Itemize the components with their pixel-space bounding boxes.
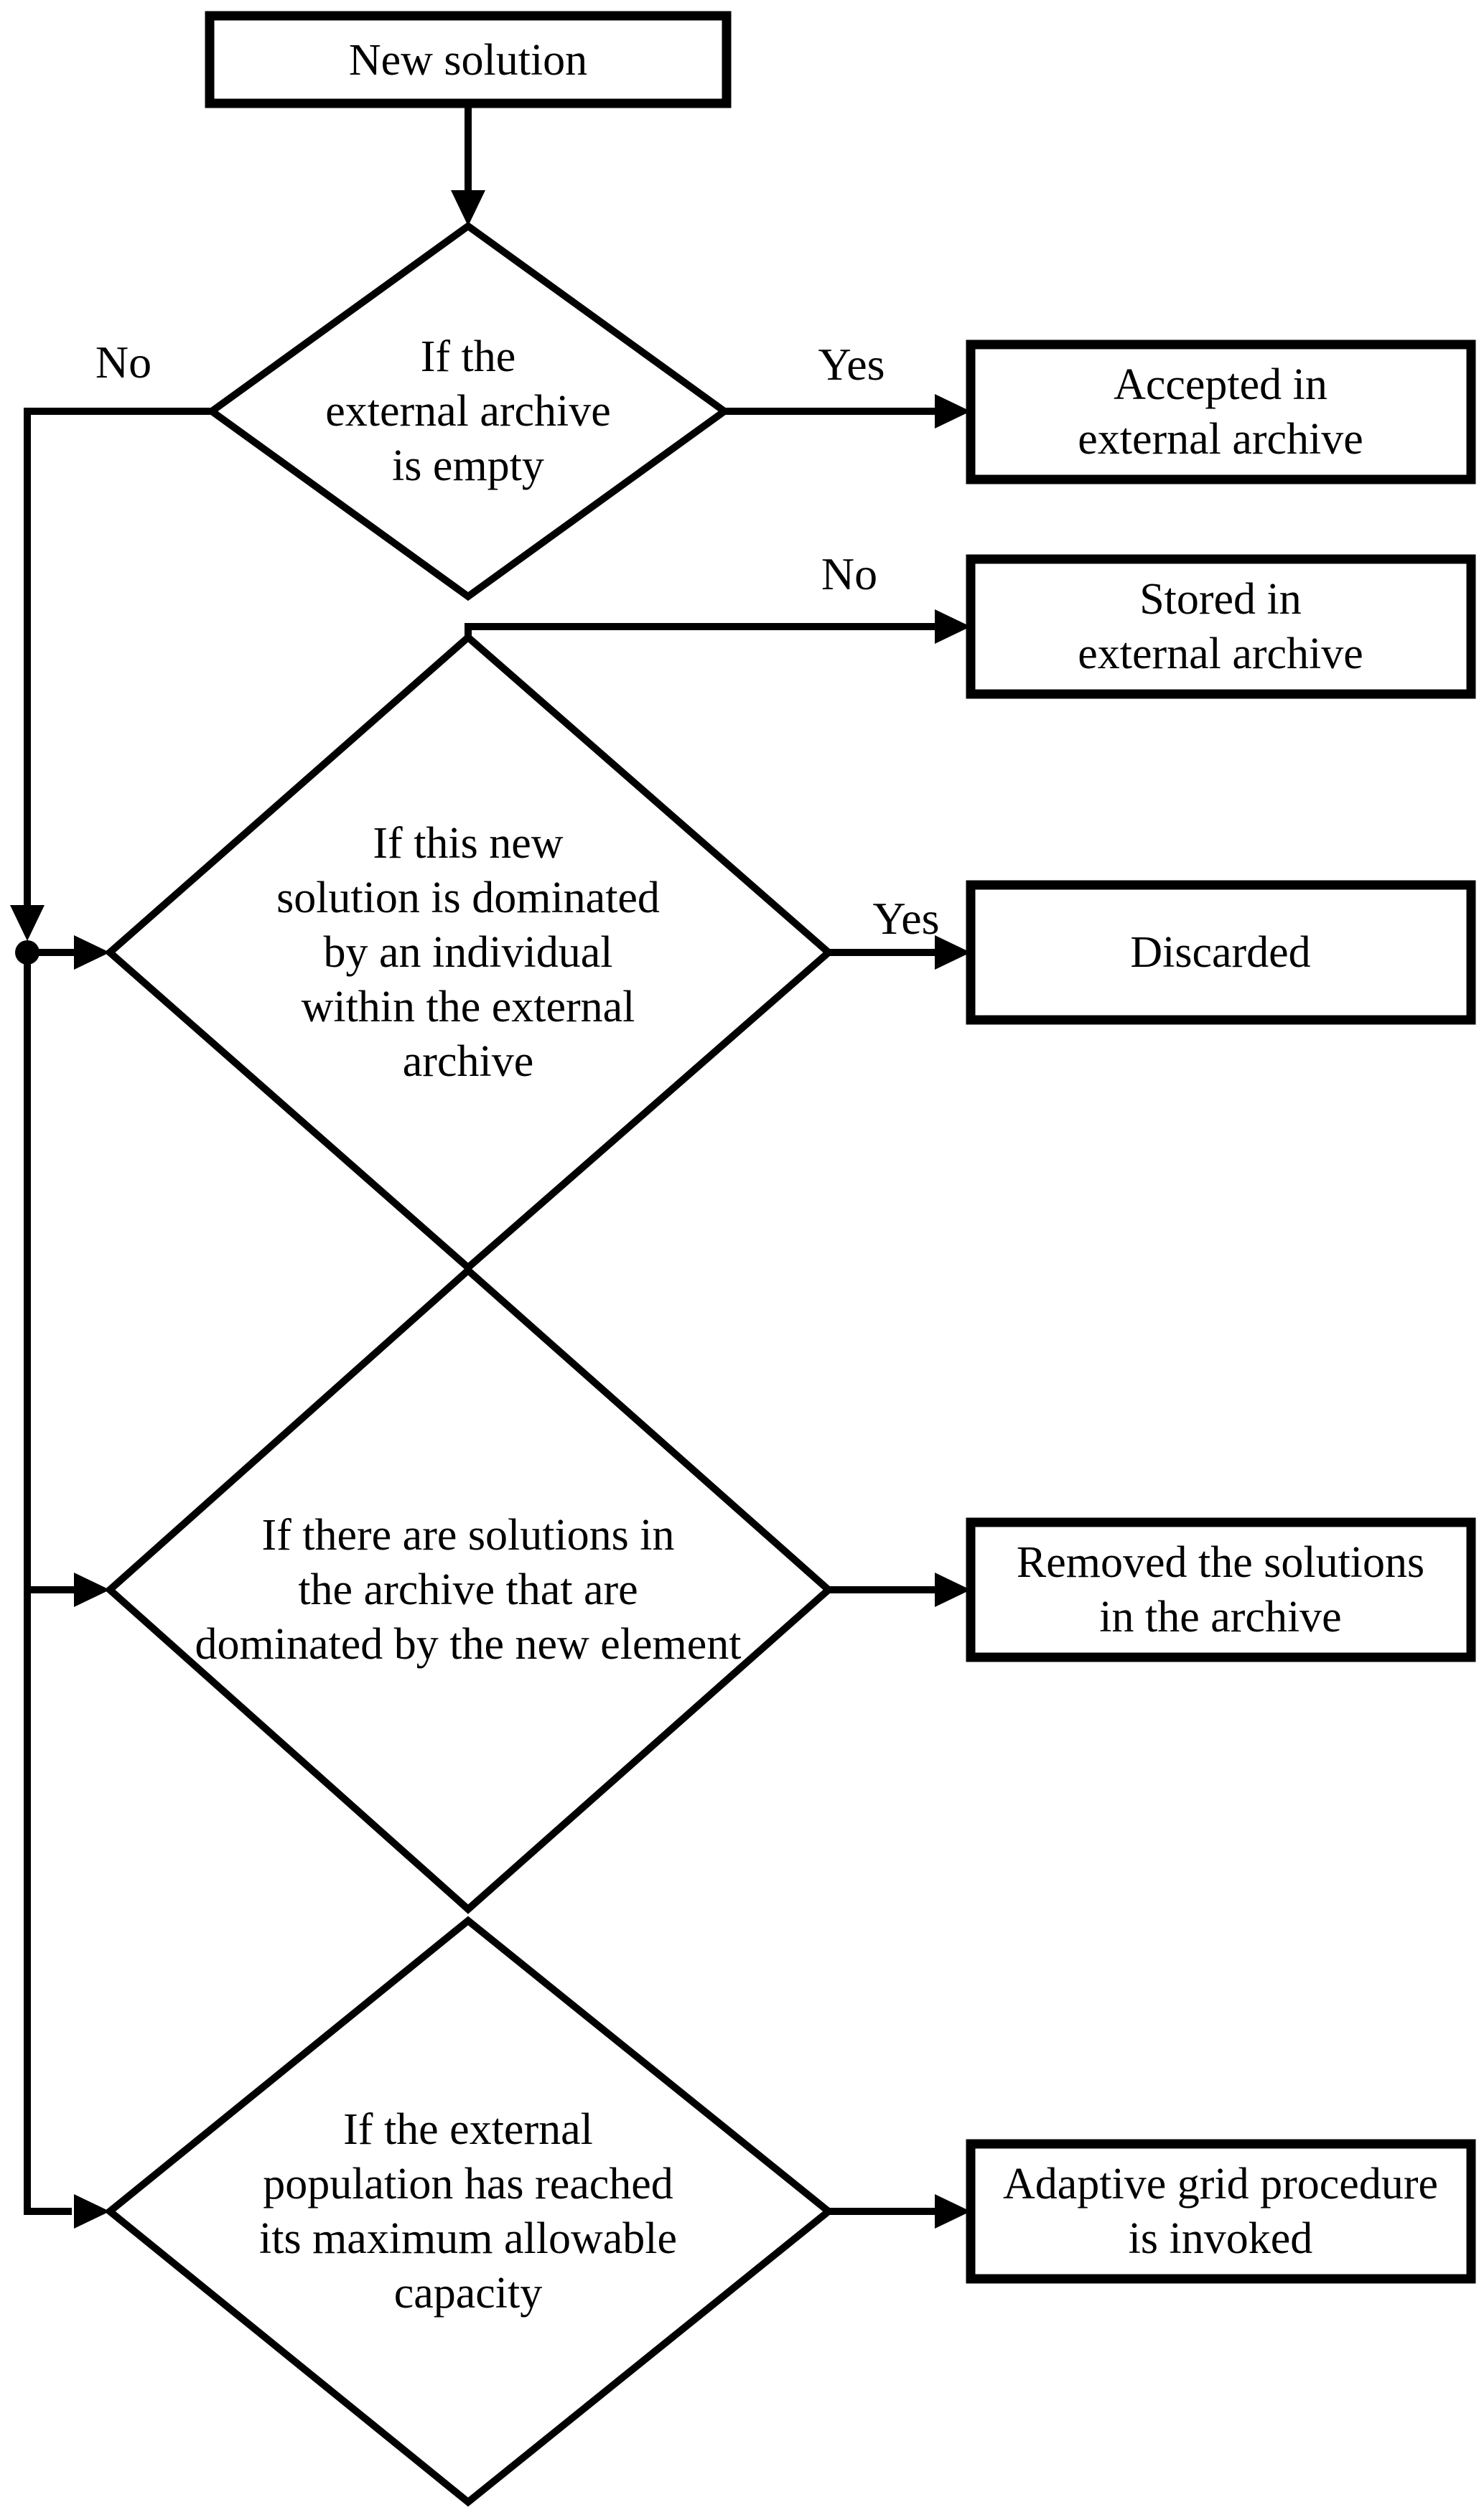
- discarded-box: [966, 880, 1476, 1025]
- arrowhead-accepted: [935, 394, 971, 428]
- decision1-no-label: No: [95, 337, 152, 388]
- stored-box: [966, 554, 1476, 699]
- arrowhead-removed: [935, 1573, 971, 1607]
- arrowhead-decision4: [74, 2194, 110, 2229]
- arrowhead-decision3: [74, 1573, 110, 1607]
- arrowhead-adaptive: [935, 2194, 971, 2229]
- arrowhead-down-decision1: [451, 190, 485, 226]
- arrowhead-stored: [935, 609, 971, 644]
- arrowhead-down-junction: [10, 905, 45, 941]
- removed-box: [966, 1517, 1476, 1662]
- decision1-yes-label: Yes: [818, 339, 885, 390]
- decision4-diamond: [104, 1916, 834, 2507]
- accepted-box: [966, 339, 1476, 484]
- decision1-diamond: [205, 221, 731, 601]
- discarded-box-label: Discarded: [1130, 928, 1311, 977]
- adaptive-box: [966, 2139, 1476, 2284]
- arrowhead-discarded: [935, 935, 971, 970]
- junction-dot: [15, 940, 39, 965]
- connector-no-decision1: [24, 408, 212, 910]
- decision3-diamond: [104, 1265, 834, 1914]
- decision2-yes-label: Yes: [872, 893, 940, 944]
- start-box-label: New solution: [348, 36, 588, 85]
- connector-no-decision2: [465, 623, 938, 637]
- arrowhead-decision2: [74, 935, 110, 970]
- left-rail: [24, 962, 72, 2215]
- decision2-no-label: No: [821, 548, 878, 599]
